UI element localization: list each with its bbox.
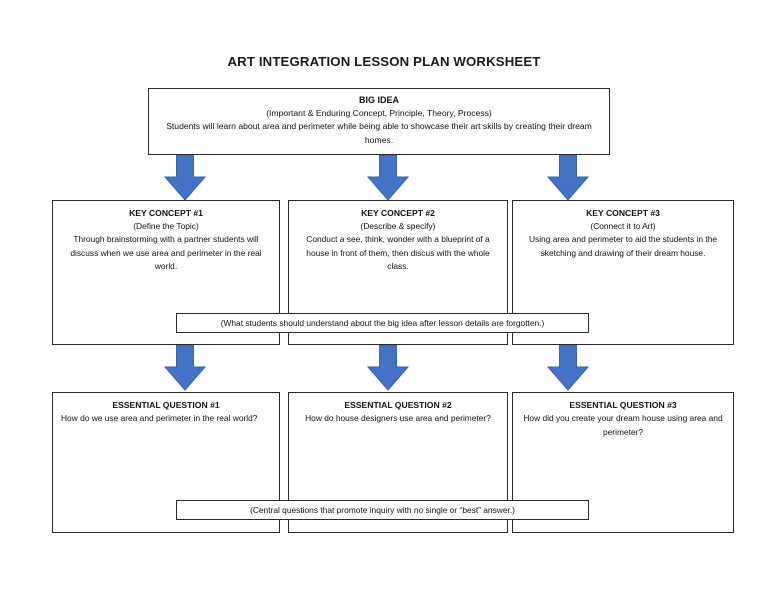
- key-concept-box-1: KEY CONCEPT #1 (Define the Topic) Throug…: [52, 200, 280, 345]
- essential-question-body: How do house designers use area and peri…: [305, 413, 491, 423]
- essential-question-title: ESSENTIAL QUESTION #3: [569, 400, 677, 410]
- essential-question-body: How do we use area and perimeter in the …: [61, 413, 258, 423]
- key-concept-body: Using area and perimeter to aid the stud…: [528, 234, 718, 258]
- arrow-down-icon: [366, 345, 410, 391]
- big-idea-subtitle: (Important & Enduring Concept, Principle…: [266, 108, 492, 118]
- key-concept-body: Conduct a see, think, wonder with a blue…: [306, 234, 490, 271]
- arrow-down-icon: [546, 155, 590, 201]
- key-concept-title: KEY CONCEPT #3: [586, 208, 660, 218]
- key-concept-subtitle: (Define the Topic): [133, 221, 199, 231]
- big-idea-title: BIG IDEA: [358, 95, 399, 105]
- essential-questions-note-bar: (Central questions that promote inquiry …: [176, 500, 589, 520]
- big-idea-box: BIG IDEA (Important & Enduring Concept, …: [148, 88, 610, 155]
- arrow-down-icon: [163, 155, 207, 201]
- essential-question-title: ESSENTIAL QUESTION #2: [344, 400, 452, 410]
- key-concept-title: KEY CONCEPT #2: [361, 208, 435, 218]
- key-concept-body: Through brainstorming with a partner stu…: [70, 234, 262, 271]
- essential-question-title: ESSENTIAL QUESTION #1: [112, 400, 220, 410]
- big-idea-body: Students will learn about area and perim…: [166, 121, 592, 145]
- arrow-down-icon: [366, 155, 410, 201]
- key-concept-subtitle: (Describe & specify): [360, 221, 436, 231]
- key-concept-title: KEY CONCEPT #1: [129, 208, 203, 218]
- arrow-down-icon: [546, 345, 590, 391]
- page-title: ART INTEGRATION LESSON PLAN WORKSHEET: [227, 54, 541, 69]
- key-concept-subtitle: (Connect it to Art): [590, 221, 656, 231]
- essential-question-body: How did you create your dream house usin…: [523, 413, 723, 437]
- arrow-down-icon: [163, 345, 207, 391]
- key-concepts-note-bar: (What students should understand about t…: [176, 313, 589, 333]
